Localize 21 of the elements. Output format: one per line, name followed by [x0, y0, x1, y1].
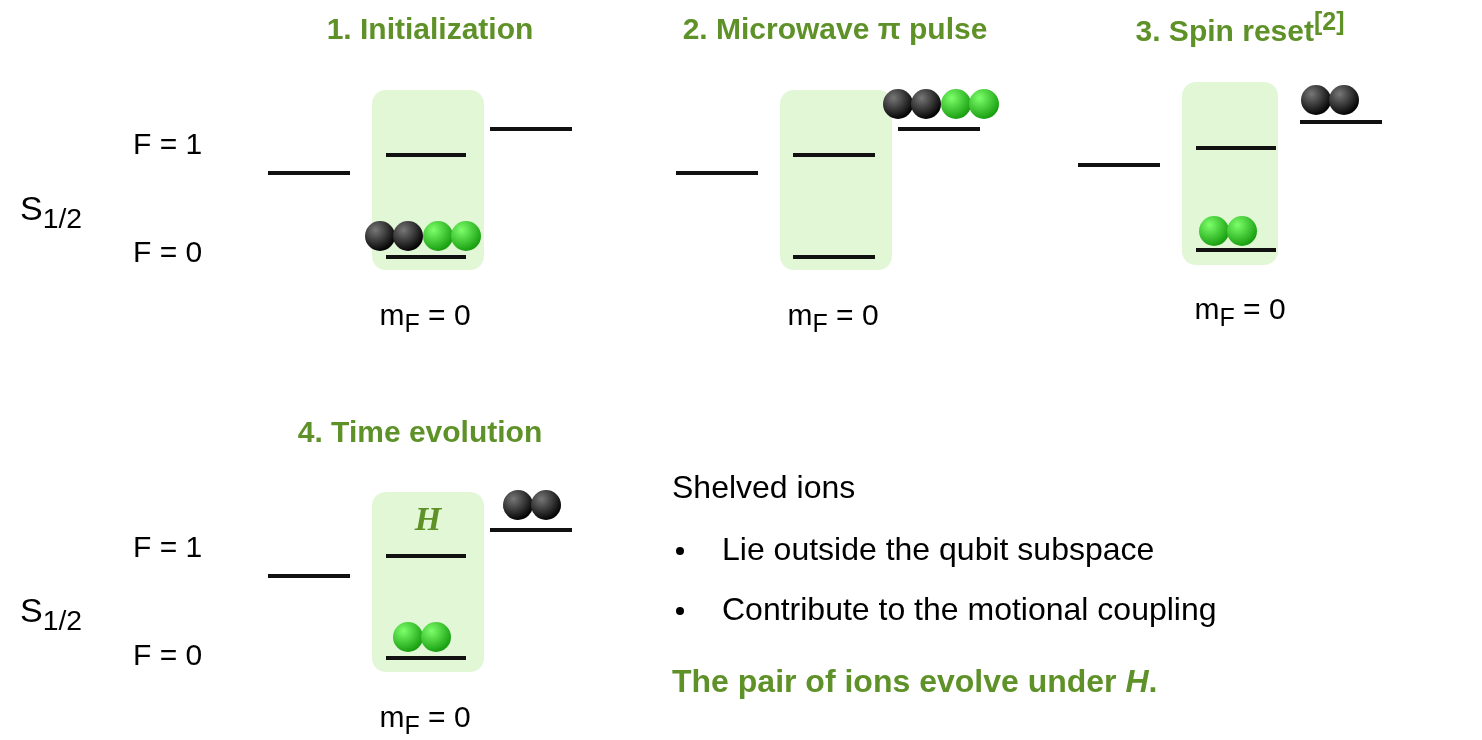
highlight-box — [780, 90, 892, 270]
highlight-box — [372, 492, 484, 672]
quantum-number-label: m$_{F}$ = 0 — [1194, 292, 1286, 332]
step-title: 3. Spin reset$^{[2]}$ — [1135, 8, 1345, 47]
level-label: F = 0 — [133, 235, 203, 268]
step-title: 4. Time evolution — [297, 415, 543, 448]
state-label: S$_{1/2}$ — [20, 592, 83, 636]
level-label: F = 1 — [133, 530, 203, 563]
level-label: F = 0 — [133, 638, 203, 671]
bullet-text: Lie outside the qubit subspace — [722, 532, 1155, 568]
bullet-text: Contribute to the motional coupling — [722, 592, 1217, 628]
level-label: F = 1 — [133, 127, 203, 160]
conclusion-text: The pair of ions evolve under H. — [672, 664, 1158, 700]
quantum-number-label: m$_{F}$ = 0 — [379, 298, 471, 338]
state-label: S$_{1/2}$ — [20, 190, 83, 234]
quantum-number-label: m$_{F}$ = 0 — [787, 298, 879, 338]
hamiltonian-symbol: H — [413, 500, 443, 538]
heading-text: Shelved ions — [672, 470, 856, 506]
step-title: 2. Microwave π pulse — [682, 12, 988, 45]
quantum-number-label: m$_{F}$ = 0 — [379, 700, 471, 740]
step-title: 1. Initialization — [326, 12, 534, 45]
